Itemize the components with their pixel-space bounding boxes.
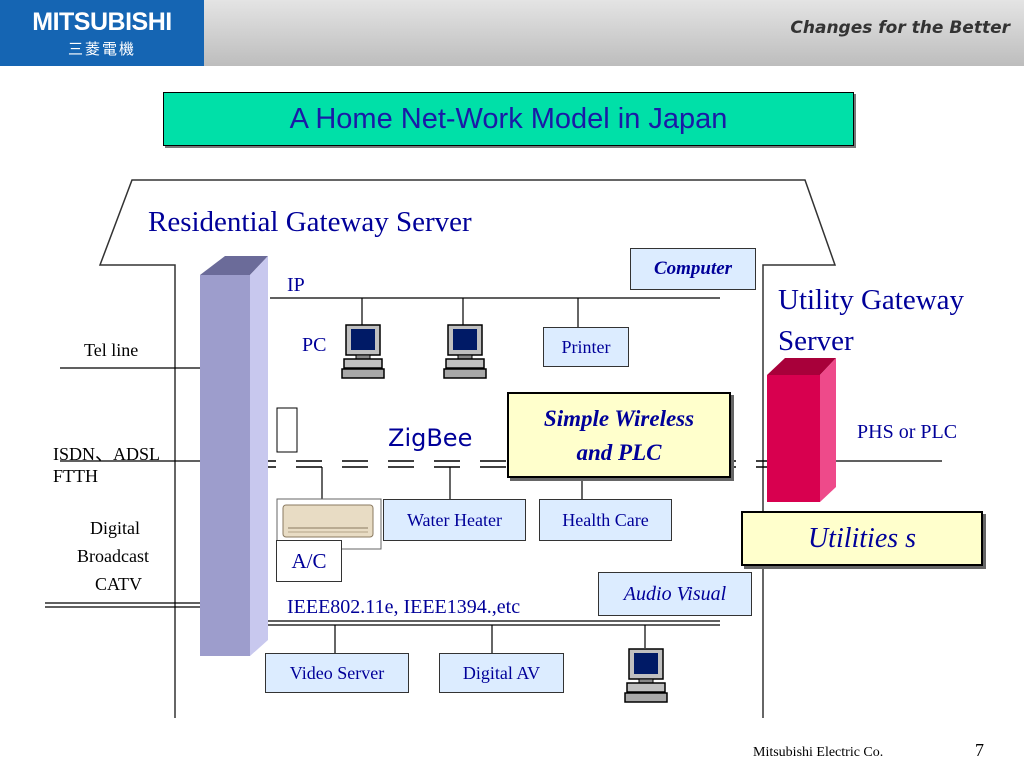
av-computer-icon — [624, 648, 668, 703]
pc-computer-icon — [443, 324, 487, 379]
printer-box: Printer — [543, 327, 629, 367]
footer-company: Mitsubishi Electric Co. — [753, 745, 884, 760]
water-heater-box: Water Heater — [383, 499, 526, 541]
gateway-column-top — [200, 256, 268, 275]
isdn-adsl-label: ISDN、ADSL — [53, 444, 161, 464]
utility-gateway-label-line1: Utility Gateway — [778, 284, 965, 316]
digital-label: Digital — [90, 518, 140, 538]
page-number: 7 — [975, 740, 984, 760]
health-care-box: Health Care — [539, 499, 672, 541]
tagline: Changes for the Better — [790, 18, 1010, 38]
mitsubishi-logo: MITSUBISHI 三菱電機 — [0, 0, 204, 66]
logo-sub-text: 三菱電機 — [67, 40, 136, 58]
pc-computer-icon — [341, 324, 385, 379]
gateway-column-side — [250, 256, 268, 656]
slide-title: A Home Net-Work Model in Japan — [163, 92, 854, 146]
digital-av-box: Digital AV — [439, 653, 564, 693]
utility-gateway-label-line2: Server — [778, 325, 854, 357]
computer-box: Computer — [630, 248, 756, 290]
ip-label: IP — [287, 274, 305, 296]
video-server-box: Video Server — [265, 653, 409, 693]
ac-unit-body — [282, 504, 374, 538]
ac-label-box: A/C — [276, 540, 342, 582]
broadcast-label: Broadcast — [77, 546, 149, 566]
ieee-label: IEEE802.11e, IEEE1394.,etc — [287, 596, 521, 618]
utility-server-top — [767, 358, 836, 375]
empty-device-placeholder — [276, 407, 298, 453]
audio-visual-box: Audio Visual — [598, 572, 752, 616]
gateway-column-front — [200, 275, 250, 656]
residential-gateway-label: Residential Gateway Server — [148, 206, 472, 238]
pc-label: PC — [302, 334, 327, 356]
logo-main-text: MITSUBISHI — [32, 8, 172, 36]
simple-wireless-line2: and PLC — [576, 440, 662, 465]
house-outline — [98, 179, 837, 718]
ftth-label: FTTH — [53, 466, 98, 486]
utility-server-side — [820, 358, 836, 502]
utility-server-front — [767, 375, 820, 502]
utilities-box: Utilities s — [741, 511, 983, 566]
phs-plc-label: PHS or PLC — [857, 421, 958, 443]
zigbee-label: ZigBee — [388, 424, 473, 452]
simple-wireless-plc-box: Simple Wireless and PLC — [507, 392, 731, 478]
simple-wireless-line1: Simple Wireless — [543, 406, 695, 431]
catv-label: CATV — [95, 574, 143, 594]
tel-line-label: Tel line — [84, 340, 139, 360]
